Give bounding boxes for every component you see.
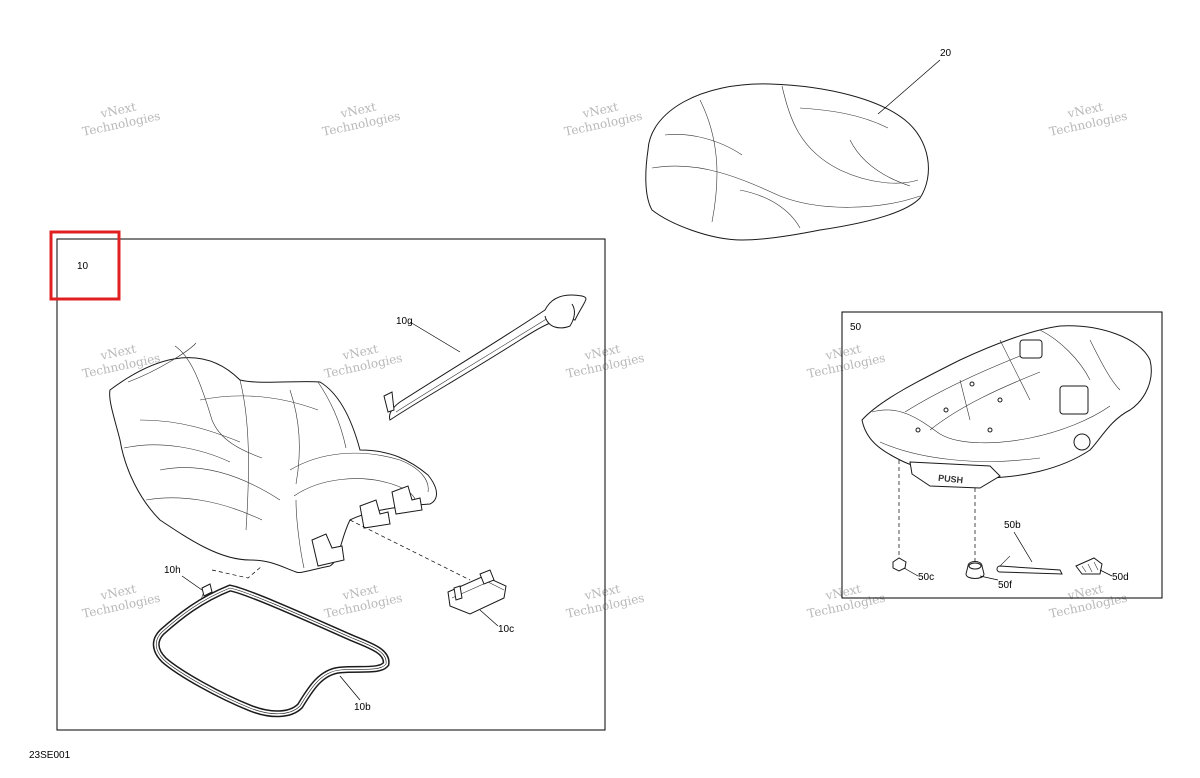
callout-50[interactable]: 50 — [850, 322, 862, 333]
callout-10[interactable]: 10 — [77, 261, 89, 272]
callout-50d[interactable]: 50d — [1112, 572, 1129, 583]
part-50d-latch[interactable] — [1075, 557, 1103, 575]
leader-50c — [903, 567, 919, 577]
leader-10g — [409, 321, 461, 353]
group-10-frame — [56, 238, 606, 731]
callout-10c[interactable]: 10c — [498, 624, 514, 635]
leader-10h — [181, 575, 203, 591]
callout-50c[interactable]: 50c — [918, 572, 934, 583]
leader-50f — [979, 575, 999, 581]
watermark: vNext Technologies — [806, 342, 887, 381]
watermark: vNext Technologies — [81, 100, 162, 139]
callout-10g[interactable]: 10g — [396, 316, 413, 327]
watermark: vNext Technologies — [323, 342, 404, 381]
leader-10b — [339, 675, 361, 701]
leader-20 — [877, 59, 941, 115]
part-10g-strap[interactable] — [383, 294, 587, 421]
leader-10c — [479, 609, 499, 627]
watermark: vNext Technologies — [565, 582, 646, 621]
part-50c-nut[interactable] — [892, 557, 907, 572]
callout-10h[interactable]: 10h — [164, 565, 181, 576]
callout-20[interactable]: 20 — [940, 48, 952, 59]
part-10c-bracket[interactable] — [447, 569, 507, 615]
part-10h-rivet[interactable] — [200, 583, 213, 601]
watermark: vNext Technologies — [563, 100, 644, 139]
callout-50f[interactable]: 50f — [998, 580, 1012, 591]
assembly-line-10h — [211, 565, 263, 579]
group-50-frame — [841, 311, 1163, 599]
assembly-line-10c — [349, 519, 471, 581]
part-10b-gasket[interactable] — [152, 584, 390, 718]
watermark: vNext Technologies — [1048, 100, 1129, 139]
part-50-seat-base[interactable]: PUSH — [861, 325, 1152, 489]
leader-50d — [1099, 569, 1113, 577]
leader-50b — [1013, 531, 1033, 563]
push-label: PUSH — [938, 473, 964, 486]
watermark: vNext Technologies — [806, 582, 887, 621]
callout-10b[interactable]: 10b — [354, 702, 371, 713]
callout-50b[interactable]: 50b — [1004, 520, 1021, 531]
watermark: vNext Technologies — [81, 582, 162, 621]
part-10-seat[interactable] — [109, 342, 437, 573]
watermark: vNext Technologies — [565, 342, 646, 381]
highlight-box-10[interactable] — [49, 230, 121, 301]
watermark: vNext Technologies — [1048, 582, 1129, 621]
part-50f-grommet[interactable] — [965, 561, 985, 579]
watermark: vNext Technologies — [323, 582, 404, 621]
seat-clips — [311, 485, 423, 567]
part-20-seat-cover[interactable] — [645, 83, 929, 241]
watermark: vNext Technologies — [321, 100, 402, 139]
part-50b-pin[interactable] — [996, 555, 1063, 575]
document-code: 23SE001 — [29, 750, 71, 761]
